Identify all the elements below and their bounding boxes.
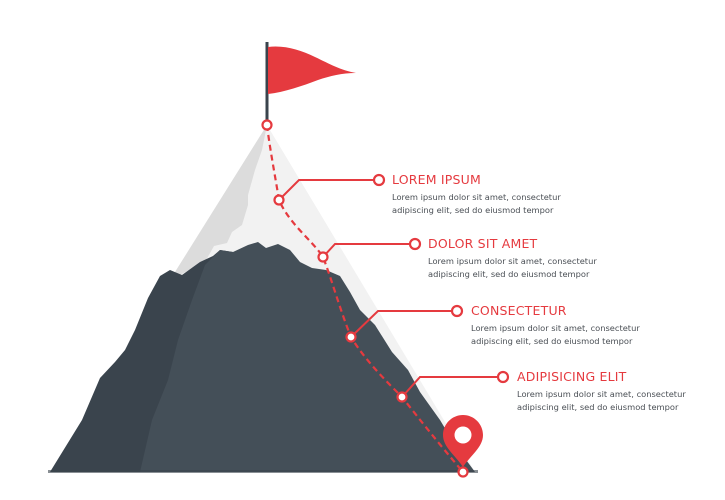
mountain [48, 125, 478, 473]
step-title: ADIPISICING ELIT [517, 369, 627, 384]
mountain-rock-left [50, 250, 233, 472]
flag-pole [265, 42, 269, 124]
step-title: LOREM IPSUM [392, 172, 481, 187]
route-nodes [261, 119, 510, 478]
label-node-3 [450, 304, 464, 318]
node-2 [317, 251, 329, 263]
label-node-4 [496, 370, 510, 384]
flag-cloth [268, 46, 356, 94]
connector-2 [322, 243, 410, 258]
step-1: LOREM IPSUM Lorem ipsum dolor sit amet, … [392, 173, 561, 217]
node-3 [345, 331, 357, 343]
label-node-2 [408, 237, 422, 251]
flag-icon [265, 42, 356, 124]
step-description: Lorem ipsum dolor sit amet, consectetur … [428, 256, 597, 279]
step-title: DOLOR SIT AMET [428, 236, 538, 251]
connector-3 [350, 310, 452, 338]
connector-1 [278, 179, 374, 201]
node-4 [396, 391, 408, 403]
step-description: Lorem ipsum dolor sit amet, consectetur … [392, 192, 561, 215]
step-2: DOLOR SIT AMET Lorem ipsum dolor sit ame… [428, 237, 597, 281]
step-description: Lorem ipsum dolor sit amet, consectetur … [471, 323, 640, 346]
label-node-1 [372, 173, 386, 187]
step-title: CONSECTETUR [471, 303, 567, 318]
step-4: ADIPISICING ELIT Lorem ipsum dolor sit a… [517, 370, 686, 414]
step-description: Lorem ipsum dolor sit amet, consectetur … [517, 389, 686, 412]
connector-4 [401, 376, 498, 398]
node-base [457, 466, 469, 478]
map-pin-icon [443, 415, 483, 467]
node-summit [261, 119, 273, 131]
mountain-snow-shadow [170, 125, 267, 280]
node-1 [273, 194, 285, 206]
mountain-rock-main [140, 242, 475, 472]
connectors [278, 179, 498, 398]
ground-line [48, 470, 478, 473]
step-3: CONSECTETUR Lorem ipsum dolor sit amet, … [471, 304, 640, 348]
